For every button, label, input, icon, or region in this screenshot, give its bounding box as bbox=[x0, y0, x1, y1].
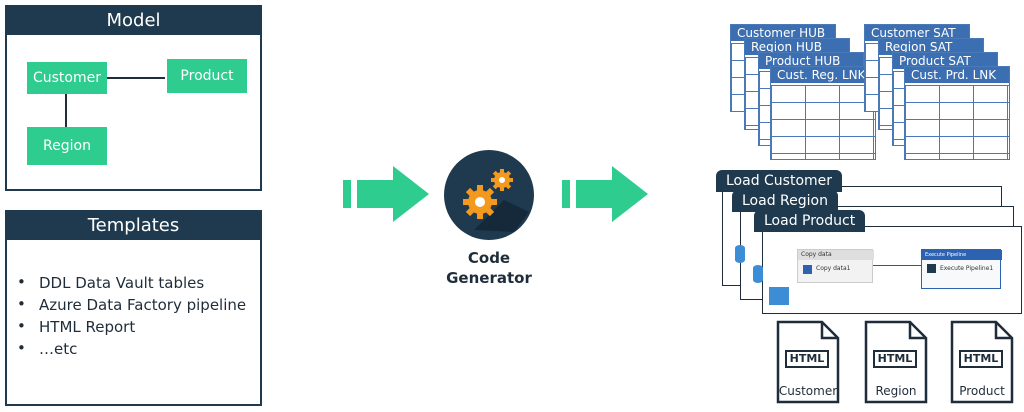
html-tag: HTML bbox=[785, 350, 829, 368]
report-name: Region bbox=[875, 384, 917, 398]
template-item: HTML Report bbox=[13, 317, 258, 336]
generator-label-line2: Generator bbox=[446, 269, 532, 287]
report-region: HTML Region bbox=[864, 320, 928, 404]
model-panel-title: Model bbox=[7, 7, 260, 35]
template-item: …etc bbox=[13, 339, 258, 358]
report-customer: HTML Customer bbox=[776, 320, 840, 404]
model-panel: Model Customer Product Region bbox=[5, 5, 262, 191]
document-icon bbox=[950, 320, 1014, 404]
entity-customer: Customer bbox=[27, 62, 107, 94]
tab-load-region: Load Region bbox=[732, 190, 838, 212]
factory-icon bbox=[769, 287, 789, 305]
db-icon bbox=[753, 265, 763, 283]
template-item: Azure Data Factory pipeline bbox=[13, 295, 258, 314]
templates-list: DDL Data Vault tables Azure Data Factory… bbox=[13, 273, 258, 362]
html-tag: HTML bbox=[959, 350, 1003, 368]
pipeline-load-product: Copy data Copy data1 Execute Pipeline Ex… bbox=[735, 226, 1022, 314]
templates-panel: Templates DDL Data Vault tables Azure Da… bbox=[5, 210, 262, 406]
activity-connector bbox=[873, 265, 921, 266]
templates-panel-title: Templates bbox=[7, 212, 260, 240]
report-name: Customer bbox=[778, 384, 838, 398]
entity-region: Region bbox=[27, 127, 107, 165]
code-generator: Code Generator bbox=[437, 150, 541, 290]
pipeline-icon bbox=[927, 264, 936, 273]
tab-load-product: Load Product bbox=[754, 210, 866, 232]
copy-icon bbox=[803, 265, 812, 274]
copy-data-activity: Copy data Copy data1 bbox=[797, 249, 874, 283]
gears-icon bbox=[444, 150, 534, 240]
arrow-in bbox=[343, 166, 429, 222]
tab-load-customer: Load Customer bbox=[716, 170, 843, 192]
db-icon bbox=[735, 245, 745, 263]
execute-pipeline-activity: Execute Pipeline Execute Pipeline1 bbox=[921, 249, 1002, 289]
connector-customer-region bbox=[65, 91, 67, 129]
template-item: DDL Data Vault tables bbox=[13, 273, 258, 292]
entity-product: Product bbox=[167, 59, 247, 93]
arrow-out bbox=[562, 166, 648, 222]
html-tag: HTML bbox=[873, 350, 917, 368]
document-icon bbox=[864, 320, 928, 404]
report-product: HTML Product bbox=[950, 320, 1014, 404]
table-cust-prd-lnk: Cust. Prd. LNK bbox=[904, 66, 1010, 160]
generator-label-line1: Code bbox=[467, 249, 511, 267]
table-cust-reg-lnk: Cust. Reg. LNK bbox=[770, 66, 876, 160]
report-name: Product bbox=[959, 384, 1005, 398]
connector-customer-product bbox=[103, 77, 165, 79]
document-icon bbox=[776, 320, 840, 404]
